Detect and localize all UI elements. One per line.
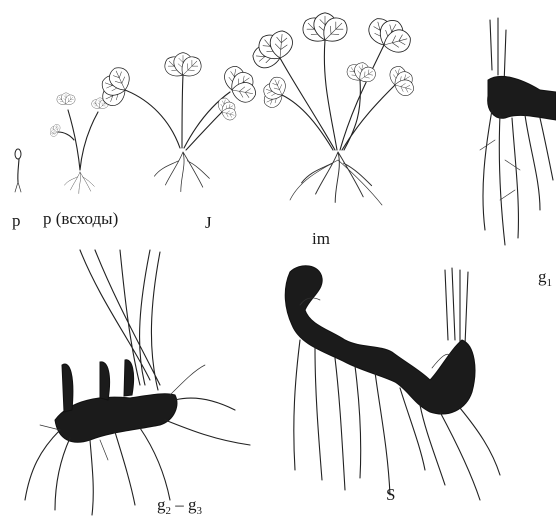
label-senile: S [386, 486, 395, 503]
generative-1-drawing [480, 18, 556, 245]
seedling-drawing [47, 93, 110, 194]
label-immature: im [312, 230, 330, 247]
label-generative-1: g1 [538, 268, 552, 289]
label-p-seedlings: p (всходы) [43, 210, 118, 227]
label-generative-2-3: g2 – g3 [157, 496, 202, 517]
juvenile-plant-drawing [94, 53, 265, 192]
rhizome-drawing [285, 266, 500, 500]
label-p: p [12, 212, 21, 229]
generative-2-3-drawing [25, 250, 250, 515]
immature-plant-drawing [242, 8, 421, 205]
p-sprout-drawing [15, 149, 21, 192]
label-juvenile: J [205, 214, 212, 231]
